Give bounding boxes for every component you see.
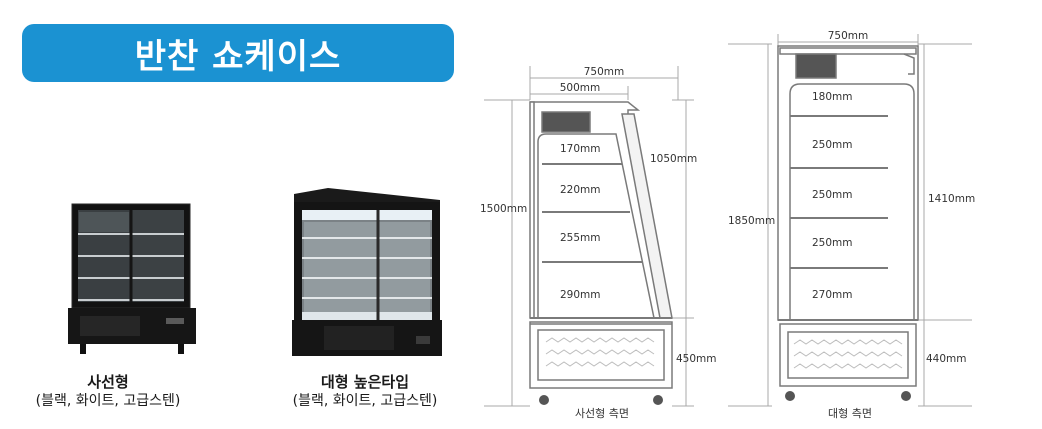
dim-base-height: 440mm: [926, 353, 967, 365]
shelf-gap: 255mm: [560, 232, 601, 244]
shelf-gap: 180mm: [812, 91, 853, 103]
dim-total-height: 1850mm: [728, 215, 775, 227]
dim-outer-width: 750mm: [584, 66, 625, 78]
dim-base-height: 450mm: [676, 353, 717, 365]
tall-side-diagram: 750mm 1850mm 1410mm 440mm 180mm 250mm 25…: [728, 30, 975, 420]
dim-outer-width: 750mm: [828, 30, 869, 42]
dim-total-height: 1500mm: [480, 203, 527, 215]
product-caption-tall: 대형 높은타입 (블랙, 화이트, 고급스텐): [270, 372, 460, 411]
shelf-gap: 170mm: [560, 143, 601, 155]
shelf-gap: 220mm: [560, 184, 601, 196]
product-name: 대형 높은타입: [320, 373, 410, 391]
slanted-showcase-photo: [68, 203, 196, 354]
slanted-side-diagram: 750mm 500mm 1500mm 1050mm 450mm 170mm 22…: [480, 66, 717, 420]
dim-upper-height: 1410mm: [928, 193, 975, 205]
diagram-caption: 대형 측면: [828, 407, 872, 420]
shelf-gap: 290mm: [560, 289, 601, 301]
dim-inner-width: 500mm: [560, 82, 601, 94]
shelf-gap: 250mm: [812, 189, 853, 201]
product-name: 사선형: [87, 373, 129, 391]
tall-showcase-photo: [292, 188, 442, 356]
product-caption-slanted: 사선형 (블랙, 화이트, 고급스텐): [20, 372, 196, 411]
shelf-gap: 250mm: [812, 139, 853, 151]
diagram-caption: 사선형 측면: [575, 407, 629, 420]
banner-title: 반찬 쇼케이스: [134, 36, 342, 77]
shelf-gap: 250mm: [812, 237, 853, 249]
product-variants: (블랙, 화이트, 고급스텐): [292, 393, 438, 409]
title-banner: 반찬 쇼케이스: [22, 24, 454, 82]
shelf-gap: 270mm: [812, 289, 853, 301]
dim-upper-height: 1050mm: [650, 153, 697, 165]
product-variants: (블랙, 화이트, 고급스텐): [35, 393, 181, 409]
